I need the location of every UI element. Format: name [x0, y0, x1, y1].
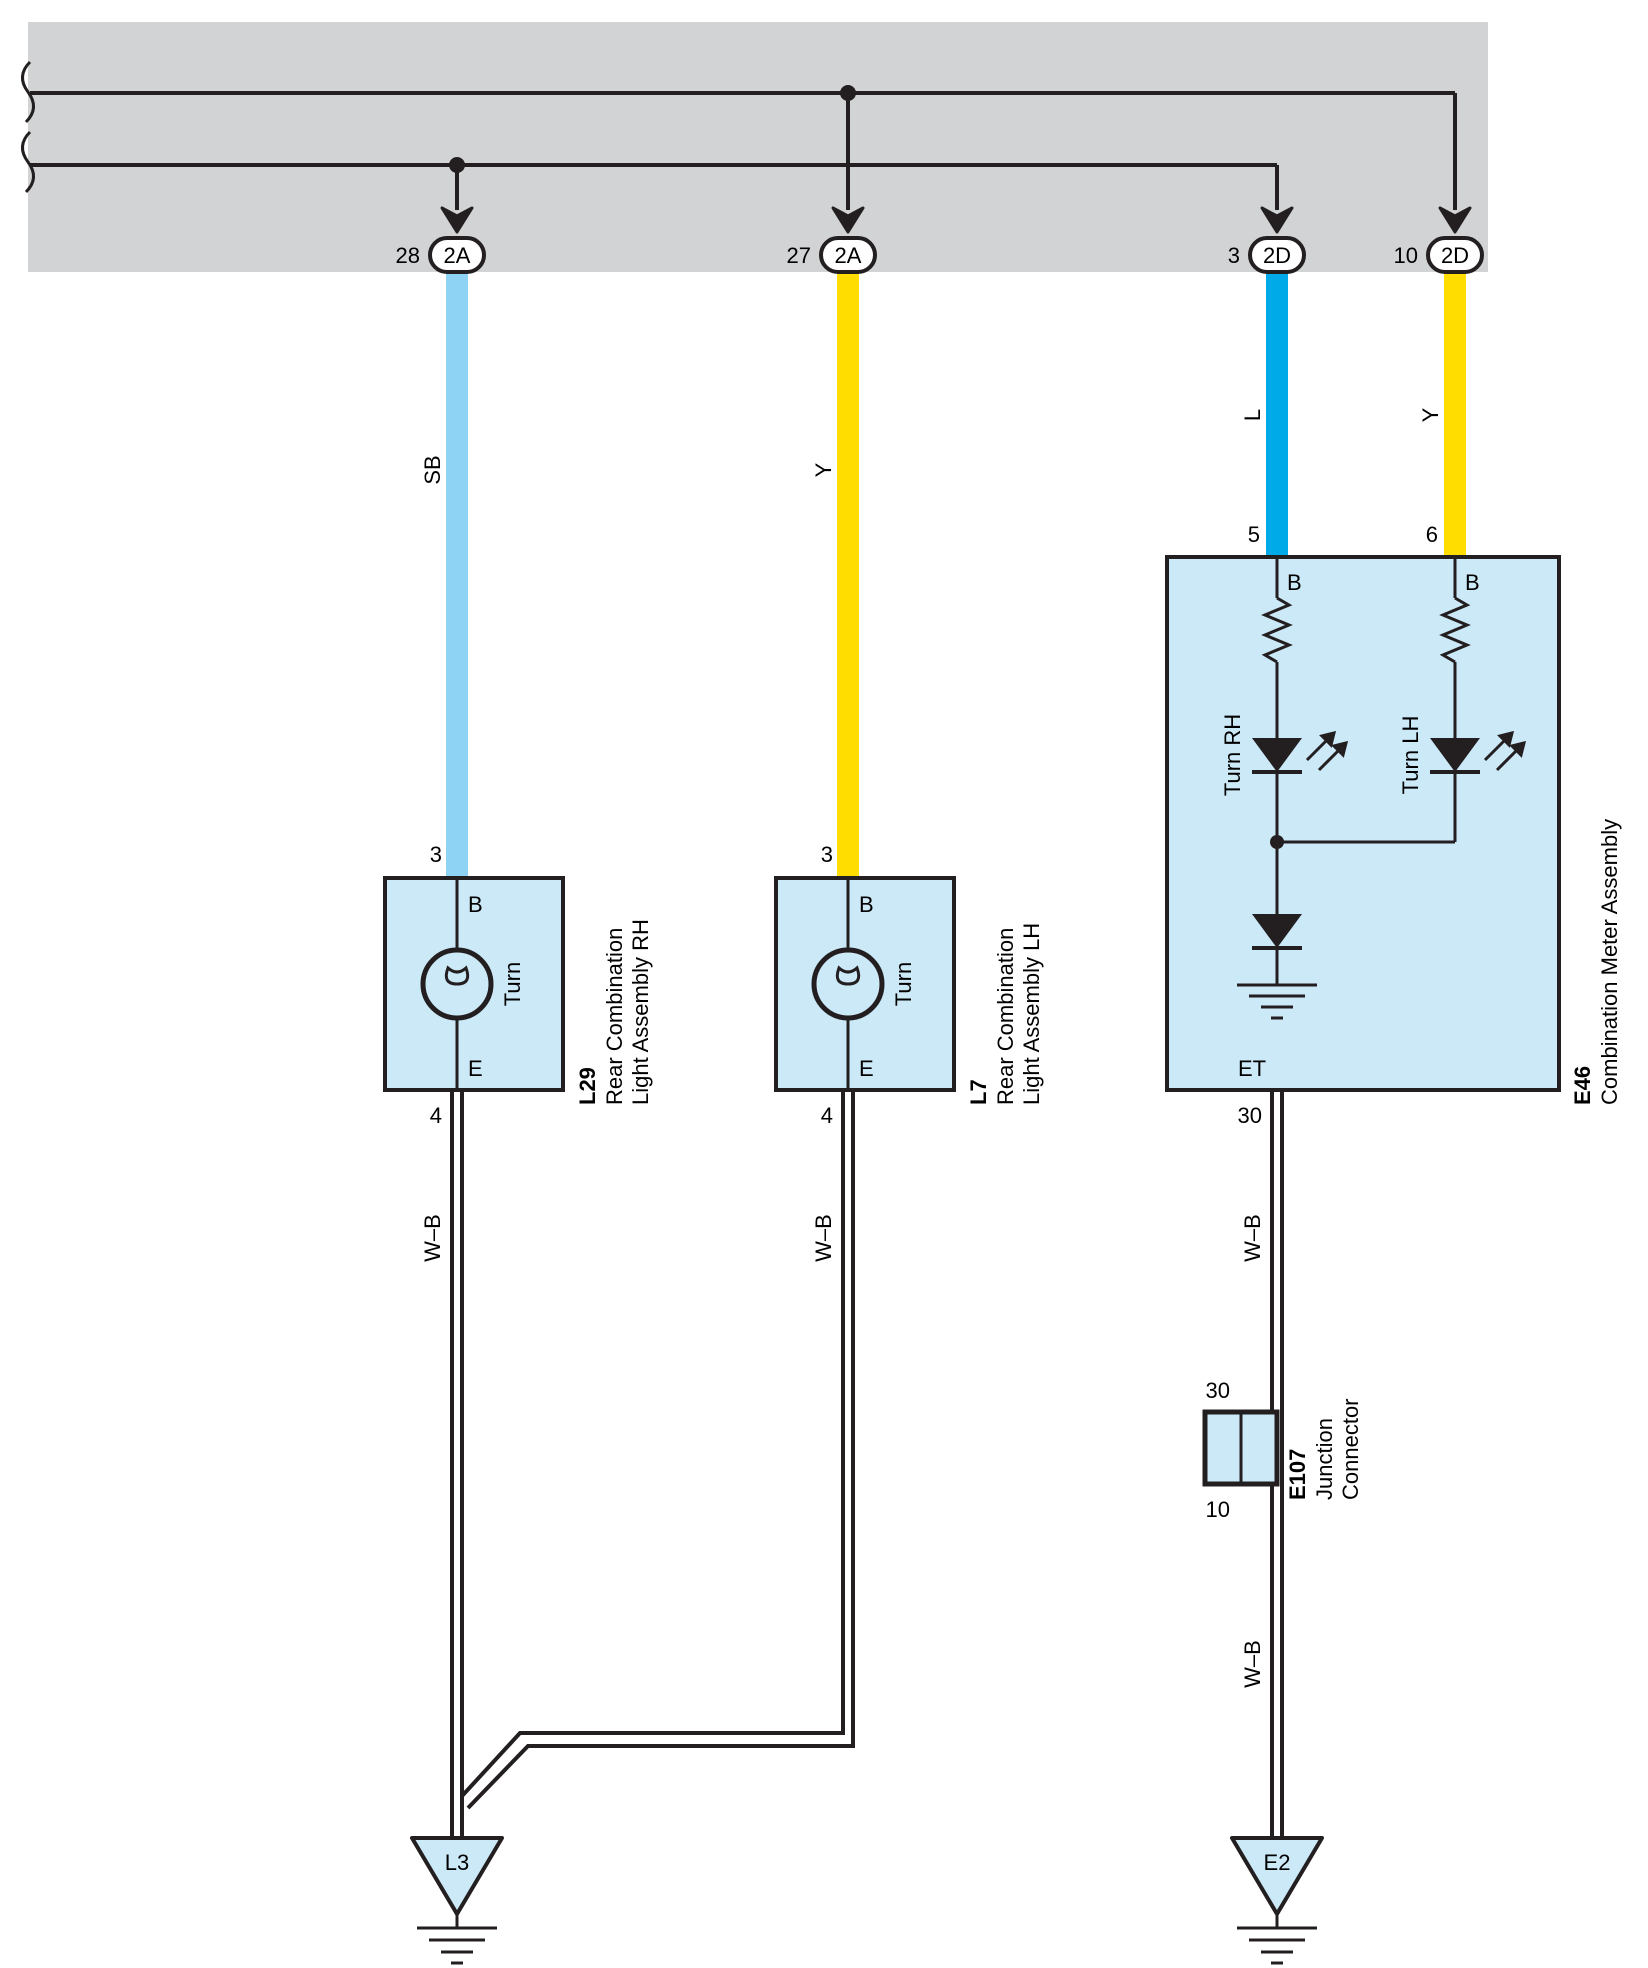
led-label: Turn LH — [1398, 716, 1423, 795]
component-e46: 5 6 B B ET — [1165, 522, 1622, 1105]
component-l7: 3 4 B E Turn L7 Rear Combination Light A… — [774, 842, 1044, 1128]
terminal-label: B — [1287, 570, 1302, 595]
component-id: E46 — [1570, 1066, 1595, 1105]
connector-name: 2D — [1441, 243, 1469, 268]
connector-pin: 10 — [1394, 243, 1418, 268]
ground-wire-l7 — [460, 1090, 855, 1810]
bulb-icon — [811, 947, 885, 1021]
wire-label-wb: W–B — [420, 1214, 445, 1262]
pin-label: 3 — [430, 842, 442, 867]
junction-dot — [840, 85, 856, 101]
wire-sb — [446, 274, 468, 878]
connector-name: 2A — [444, 243, 471, 268]
component-id: L29 — [575, 1067, 600, 1105]
arrow-heads — [440, 206, 1472, 234]
connector-pin: 28 — [396, 243, 420, 268]
pin-label: 10 — [1206, 1497, 1230, 1522]
junction-dot — [449, 157, 465, 173]
wire-blue — [1266, 274, 1288, 557]
resistor-icon — [1439, 596, 1471, 664]
component-name: Connector — [1338, 1398, 1363, 1500]
terminal-label: E — [859, 1056, 874, 1081]
wire-label-y: Y — [811, 462, 836, 477]
pin-label: 4 — [821, 1103, 833, 1128]
component-name: Light Assembly LH — [1019, 923, 1044, 1105]
bus-lines — [30, 91, 1457, 210]
component-name: Light Assembly RH — [628, 919, 653, 1105]
connector-2d-3: 2D 3 — [1228, 236, 1306, 274]
pin-label: 5 — [1248, 522, 1260, 547]
function-label: Turn — [891, 962, 916, 1006]
wire-yellow-left — [837, 274, 859, 878]
ground-label: E2 — [1264, 1850, 1291, 1875]
ground-icon — [1237, 983, 1317, 1020]
pin-label: 4 — [430, 1103, 442, 1128]
pin-label: 30 — [1238, 1103, 1262, 1128]
connector-pin: 27 — [787, 243, 811, 268]
upstream-panel — [28, 22, 1488, 272]
component-name: Combination Meter Assembly — [1597, 819, 1622, 1105]
wire-label-l: L — [1240, 409, 1265, 421]
connector-name: 2A — [835, 243, 862, 268]
connector-pin: 3 — [1228, 243, 1240, 268]
led-icon — [1430, 730, 1527, 774]
led-label: Turn RH — [1220, 714, 1245, 796]
ground-wire-left — [450, 1090, 464, 1838]
pin-label: 6 — [1426, 522, 1438, 547]
wire-label-y: Y — [1418, 407, 1443, 422]
pin-label: 30 — [1206, 1378, 1230, 1403]
connector-name: 2D — [1263, 243, 1291, 268]
terminal-label: B — [468, 892, 483, 917]
component-name: Junction — [1312, 1418, 1337, 1500]
junction-dot — [1270, 835, 1284, 849]
ground-point-l3: L3 — [410, 1836, 504, 1965]
ground-point-e2: E2 — [1230, 1836, 1324, 1965]
ground-icon — [1237, 1914, 1317, 1965]
wire-label-wb: W–B — [1240, 1640, 1265, 1688]
wire-label-wb: W–B — [811, 1214, 836, 1262]
component-name: Rear Combination — [602, 928, 627, 1105]
wire-label-wb: W–B — [1240, 1214, 1265, 1262]
terminal-label: E — [468, 1056, 483, 1081]
pin-label: 3 — [821, 842, 833, 867]
component-l29: 3 4 B E Turn L29 Rear Combination Light … — [383, 842, 653, 1128]
terminal-label: B — [859, 892, 874, 917]
connector-2a-28: 2A 28 — [396, 236, 486, 274]
ground-icon — [417, 1914, 497, 1965]
wire-label-sb: SB — [420, 455, 445, 484]
break-marks — [21, 60, 35, 194]
bulb-icon — [420, 947, 494, 1021]
component-id: L7 — [966, 1079, 991, 1105]
function-label: Turn — [500, 962, 525, 1006]
ground-label: L3 — [445, 1850, 469, 1875]
component-e107: 30 10 E107 Junction Connector — [1202, 1378, 1363, 1522]
diode-icon — [1252, 914, 1302, 950]
wire-yellow-right — [1444, 274, 1466, 557]
terminal-label: B — [1465, 570, 1480, 595]
component-name: Rear Combination — [993, 928, 1018, 1105]
resistor-icon — [1261, 596, 1293, 664]
connector-2d-10: 2D 10 — [1394, 236, 1484, 274]
terminal-label: ET — [1238, 1056, 1266, 1081]
connector-2a-27: 2A 27 — [787, 236, 877, 274]
led-icon — [1252, 730, 1349, 774]
component-id: E107 — [1285, 1449, 1310, 1500]
